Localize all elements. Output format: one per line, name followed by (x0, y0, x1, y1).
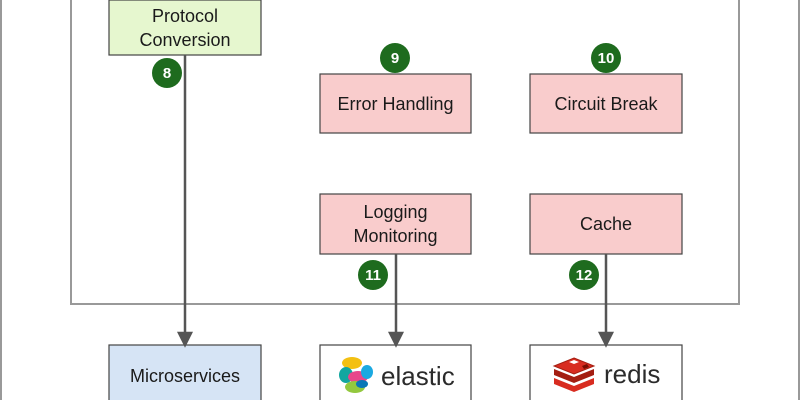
step-badge-10: 10 (591, 43, 621, 73)
arrowhead-redis (597, 331, 615, 348)
circuit-break-label: Circuit Break (554, 93, 658, 114)
arrowhead-elastic (387, 331, 405, 348)
microservices-box[interactable] (108, 344, 262, 400)
step-badge-9: 9 (380, 43, 410, 73)
logging-monitoring-box[interactable] (319, 193, 472, 255)
arrowhead-microservices (176, 331, 194, 348)
step-badge-8: 8 (152, 58, 182, 88)
protocol-conversion-box[interactable] (108, 0, 262, 56)
cache-box[interactable] (529, 193, 683, 255)
error-handling-label: Error Handling (337, 93, 454, 114)
redis-logo-icon (552, 357, 596, 392)
protocol-conversion-label: Protocol Conversion (139, 5, 231, 50)
error-handling-box[interactable] (319, 73, 472, 134)
elastic-logo-icon (339, 357, 373, 393)
microservices-label: Microservices (129, 366, 240, 386)
redis-wordmark: redis (604, 359, 661, 389)
cache-label: Cache (579, 214, 633, 234)
gateway-container (70, 0, 740, 305)
step-badge-12: 12 (569, 260, 599, 290)
step-badge-11: 11 (358, 260, 388, 290)
elastic-wordmark: elastic (381, 361, 455, 391)
logging-monitoring-label: Logging Monitoring (353, 202, 438, 246)
circuit-break-box[interactable] (529, 73, 683, 134)
